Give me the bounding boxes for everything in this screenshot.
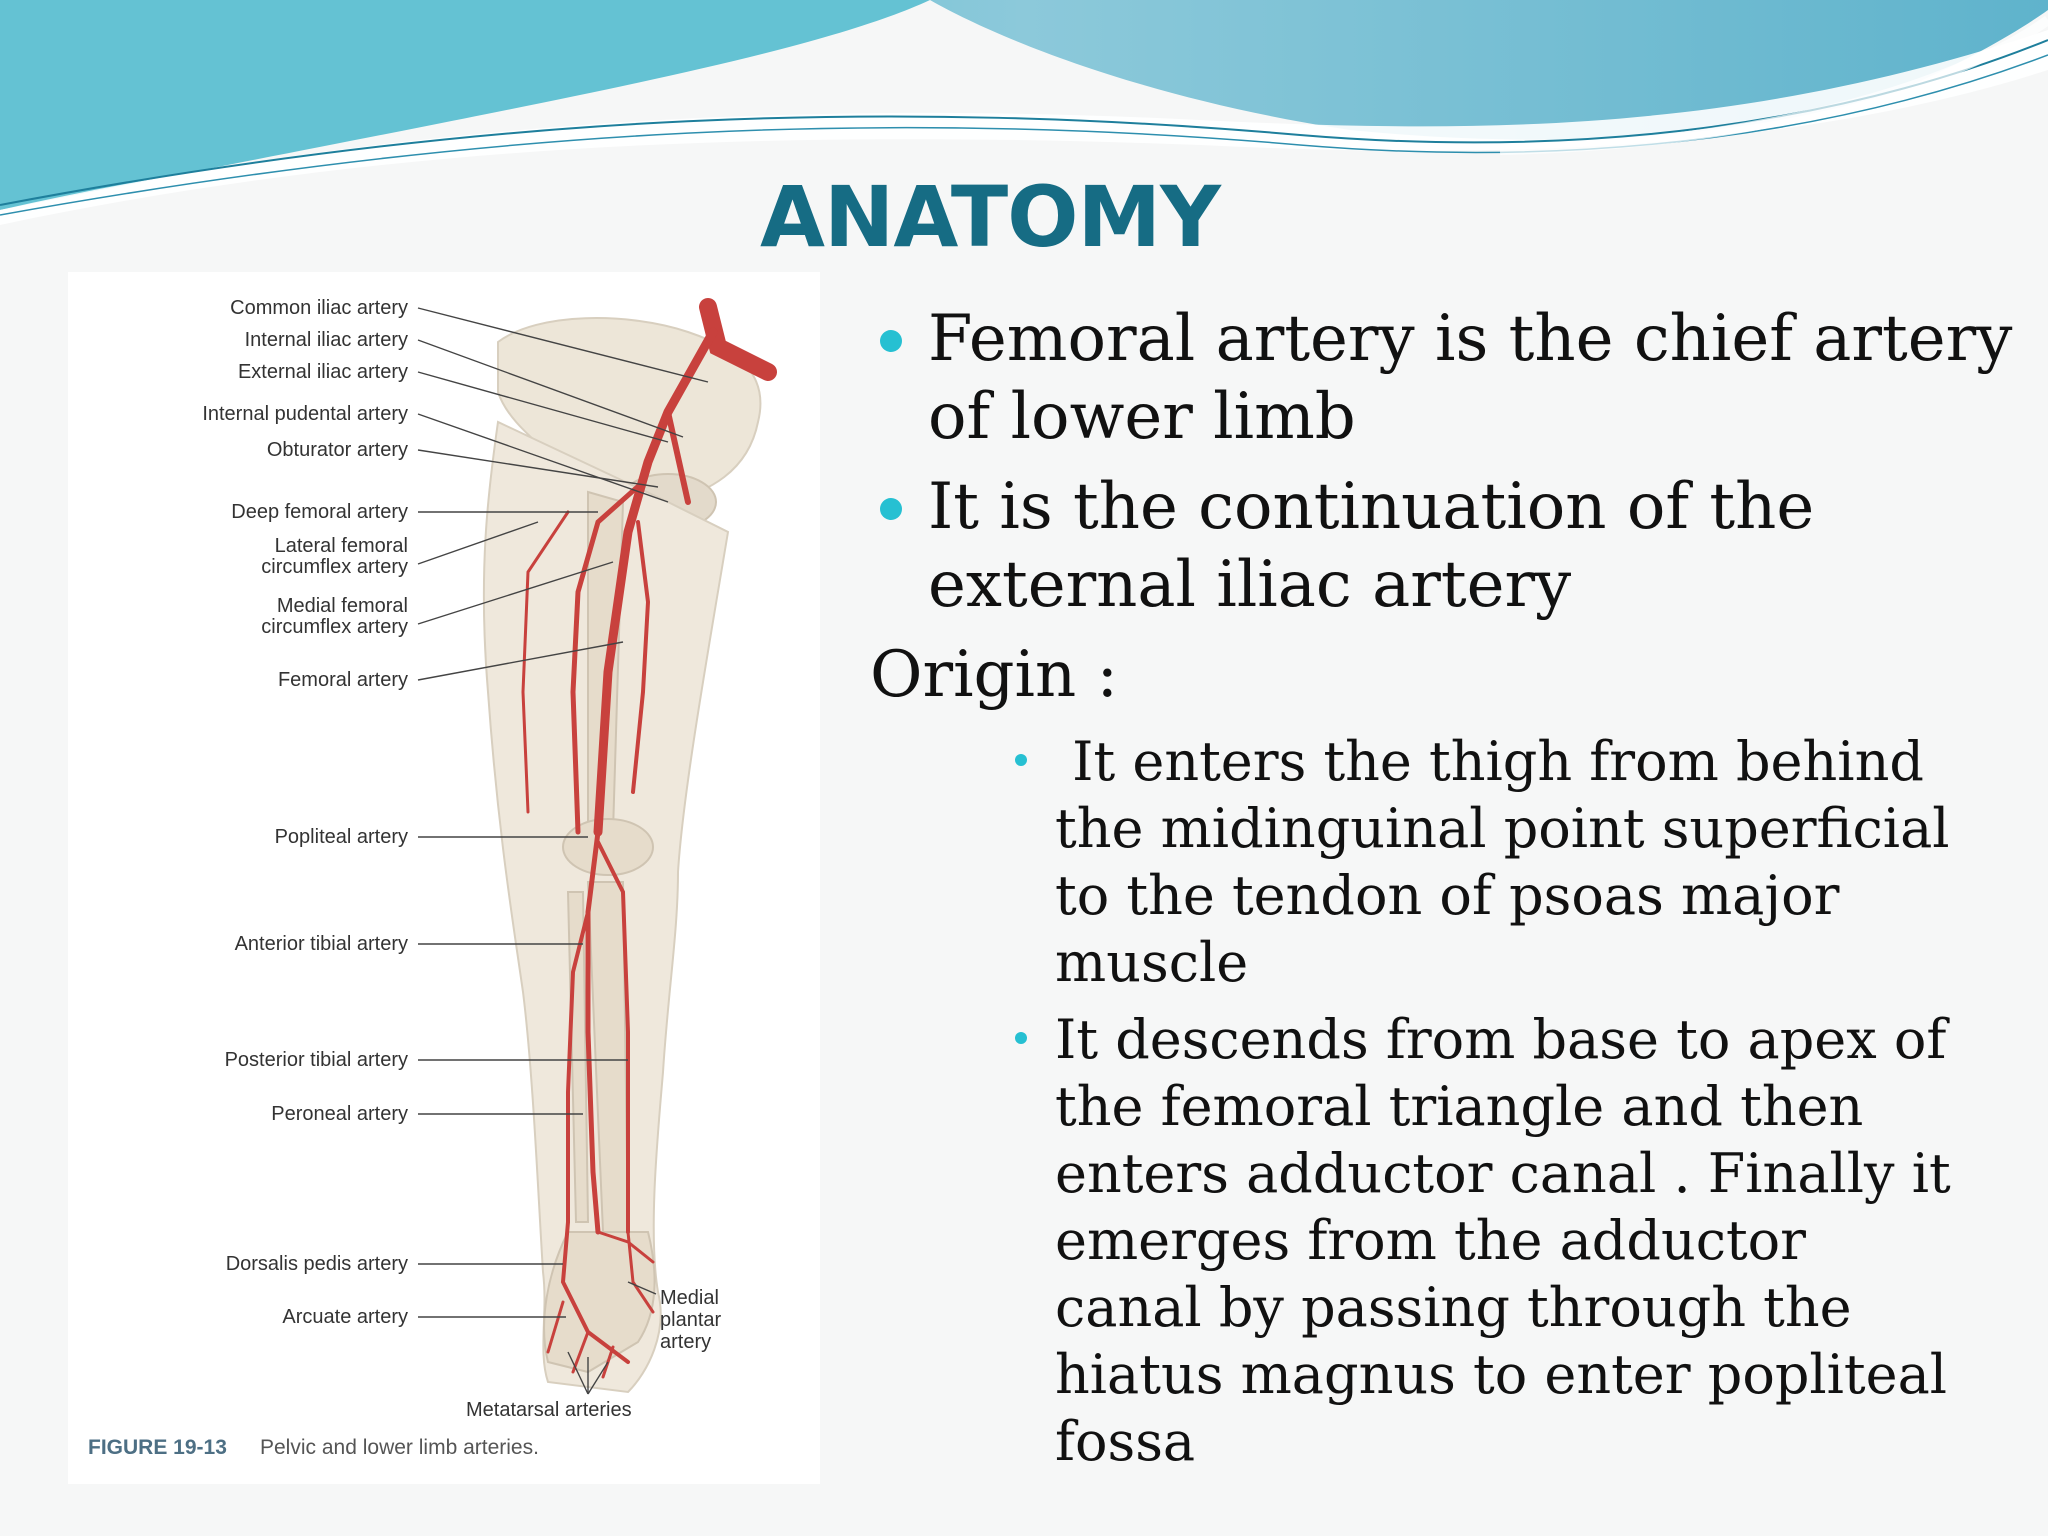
label-femoral: Femoral artery <box>278 669 408 691</box>
svg-text:artery: artery <box>660 1331 711 1353</box>
svg-text:Medial: Medial <box>660 1287 719 1309</box>
bullet-dot-icon <box>880 498 902 520</box>
sub-bullet-item: It enters the thigh from behind the midi… <box>1015 728 1955 996</box>
figure-labels: Common iliac artery Internal iliac arter… <box>202 297 408 1328</box>
bullet-text: It is the continuation of the external i… <box>928 470 1815 622</box>
label-common-iliac: Common iliac artery <box>230 297 408 319</box>
bullet-text: Femoral artery is the chief artery of lo… <box>928 302 2013 454</box>
header-wave-decoration <box>0 0 2048 225</box>
label-deep-femoral: Deep femoral artery <box>231 501 408 523</box>
bullet-dot-icon <box>880 330 902 352</box>
origin-heading: Origin : <box>870 638 1119 712</box>
medial-plantar-label: Medial plantar artery <box>660 1287 721 1353</box>
label-dorsalis-pedis: Dorsalis pedis artery <box>226 1253 408 1275</box>
label-internal-iliac: Internal iliac artery <box>245 329 408 351</box>
label-medial-femoral-1: Medial femoral <box>277 595 408 617</box>
figure-caption-number: FIGURE 19-13 <box>88 1436 227 1459</box>
svg-text:plantar: plantar <box>660 1309 721 1331</box>
label-peroneal: Peroneal artery <box>271 1103 408 1125</box>
label-popliteal: Popliteal artery <box>275 826 408 848</box>
label-arcuate: Arcuate artery <box>282 1306 408 1328</box>
label-obturator: Obturator artery <box>267 439 408 461</box>
label-internal-pudental: Internal pudental artery <box>202 403 408 425</box>
slide-content: Femoral artery is the chief artery of lo… <box>870 300 2020 1485</box>
bullet-item: It is the continuation of the external i… <box>870 468 2020 624</box>
label-posterior-tibial: Posterior tibial artery <box>225 1049 408 1071</box>
label-lateral-femoral-2: circumflex artery <box>261 556 408 578</box>
sub-bullet-text: It descends from base to apex of the fem… <box>1055 1008 1951 1473</box>
bullet-dot-icon <box>1015 1032 1027 1044</box>
label-medial-femoral-2: circumflex artery <box>261 616 408 638</box>
leg-illustration: Common iliac artery Internal iliac arter… <box>88 297 777 1459</box>
label-anterior-tibial: Anterior tibial artery <box>235 933 408 955</box>
bullet-dot-icon <box>1015 754 1027 766</box>
artery-figure: Common iliac artery Internal iliac arter… <box>68 272 820 1484</box>
bone-shapes <box>482 317 762 1394</box>
label-external-iliac: External iliac artery <box>238 361 408 383</box>
sub-bullet-text: It enters the thigh from behind the midi… <box>1055 730 1967 994</box>
figure-caption-text: Pelvic and lower limb arteries. <box>260 1436 539 1459</box>
artery-paths <box>521 298 777 1379</box>
slide-title: ANATOMY <box>760 168 1221 266</box>
sub-bullet-item: It descends from base to apex of the fem… <box>1015 1006 1955 1475</box>
label-lateral-femoral-1: Lateral femoral <box>275 535 408 557</box>
bullet-item: Femoral artery is the chief artery of lo… <box>870 300 2020 456</box>
leader-lines <box>417 307 709 1395</box>
label-metatarsal: Metatarsal arteries <box>466 1399 632 1421</box>
